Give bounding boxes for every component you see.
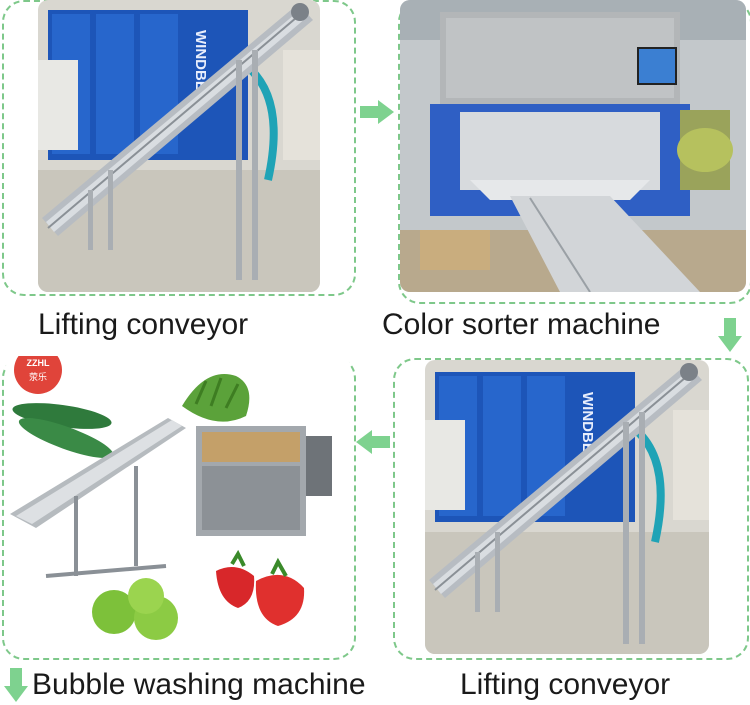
- photo-lifting-conveyor-1: WINDBELL: [38, 0, 320, 292]
- arrow-left-icon: [356, 430, 390, 454]
- caption-lifting-conveyor-1: Lifting conveyor: [38, 308, 249, 341]
- caption-color-sorter: Color sorter machine: [382, 308, 661, 341]
- photo-color-sorter: [400, 0, 746, 292]
- caption-lifting-conveyor-2: Lifting conveyor: [460, 668, 671, 701]
- badge-text: ZZHL: [27, 358, 50, 368]
- photo-lifting-conveyor-2: WINDBELL: [425, 360, 709, 654]
- caption-bubble-washing: Bubble washing machine: [32, 668, 366, 701]
- arrow-down-icon-2: [4, 668, 28, 702]
- photo-bubble-washing: ZZHL 荥乐: [6, 356, 350, 654]
- arrow-right-icon: [360, 100, 394, 124]
- arrow-down-icon: [718, 318, 742, 352]
- badge-subtext: 荥乐: [29, 371, 47, 383]
